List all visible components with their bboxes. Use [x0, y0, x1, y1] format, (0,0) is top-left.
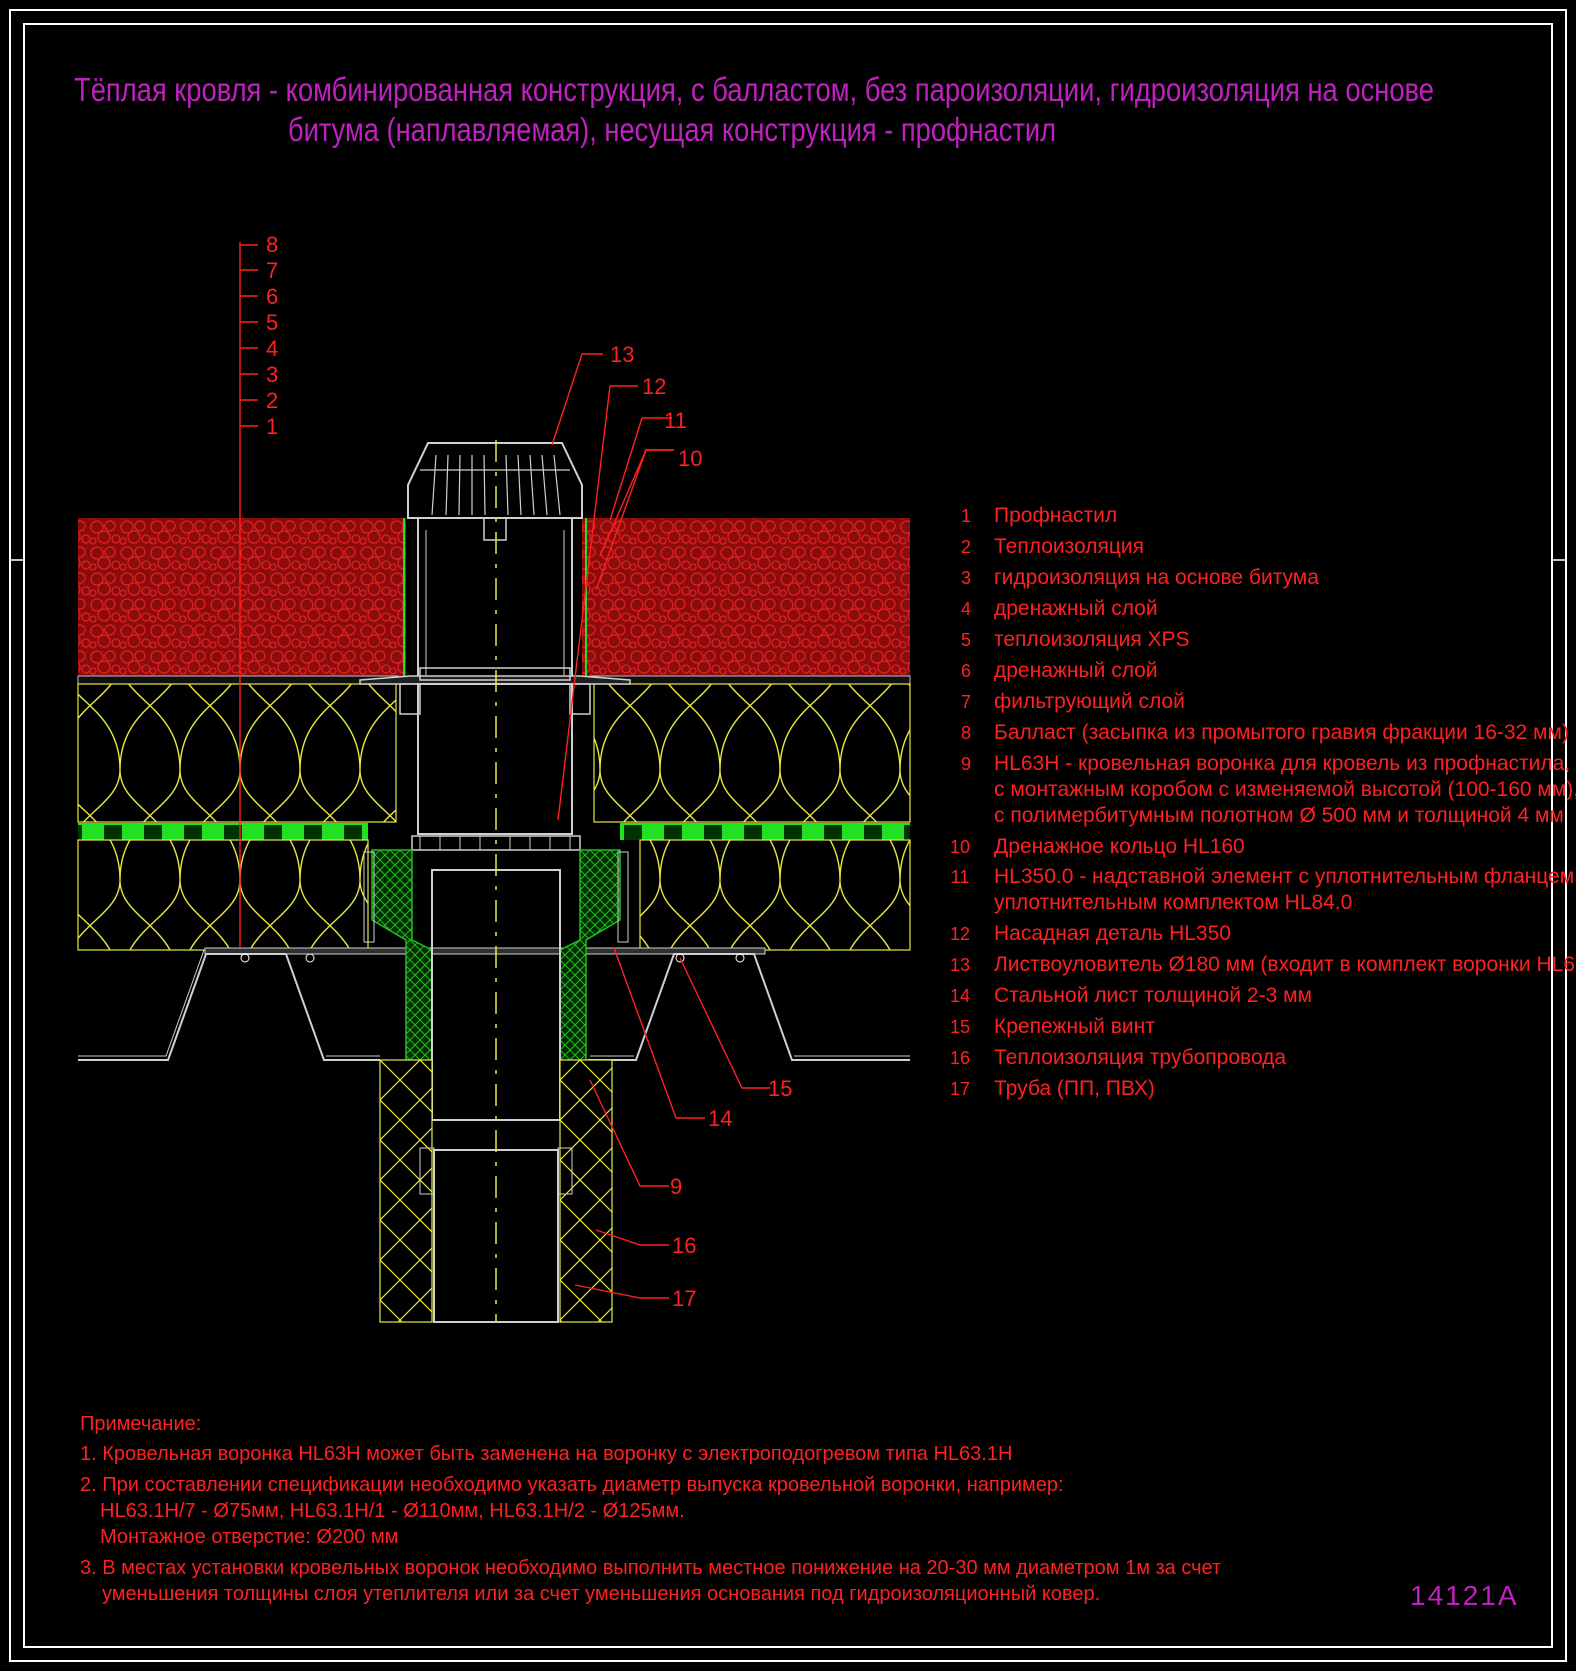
legend-text: Балласт (засыпка из промытого гравия фра…: [994, 721, 1569, 744]
callout-17: 17: [672, 1286, 696, 1311]
pipe-assembly: [379, 440, 613, 1323]
drainage-ring-upper: [419, 667, 571, 681]
legend-num: 3: [961, 568, 971, 588]
callout-layer-2: 2: [266, 388, 278, 413]
callout-12: 12: [642, 374, 666, 399]
callout-10: 10: [678, 446, 702, 471]
callout-layer-4: 4: [266, 336, 278, 361]
roof-drain-hl63h: [359, 442, 631, 1121]
legend-text: дренажный слой: [994, 659, 1158, 682]
extension-element: [417, 517, 573, 679]
legend-num: 5: [961, 630, 971, 650]
profiled-deck: [78, 953, 910, 1061]
note-3: 3. В местах установки кровельных воронок…: [80, 1557, 1221, 1579]
note-2: 2. При составлении спецификации необходи…: [80, 1474, 1064, 1496]
outer-frame: [9, 9, 1567, 1662]
callout-layer-7: 7: [266, 258, 278, 283]
filter-layer-left: [77, 675, 399, 685]
filter-layer-right: [589, 675, 911, 685]
notes: Примечание: 1. Кровельная воронка HL63H …: [80, 1413, 1221, 1605]
bitumen-waterproofing-left: [78, 824, 368, 840]
legend-num: 10: [950, 837, 970, 857]
legend-text: с монтажным коробом с изменяемой высотой…: [994, 778, 1576, 801]
legend-text: Насадная деталь HL350: [994, 922, 1231, 945]
legend-text: дренажный слой: [994, 597, 1158, 620]
legend: 1 Профнастил 2 Теплоизоляция 3 гидроизол…: [950, 504, 1576, 1100]
note-2-opening: Монтажное отверстие: Ø200 мм: [100, 1526, 398, 1548]
callout-layer-1: 1: [266, 414, 278, 439]
note-3-cont: уменьшения толщины слоя утеплителя или з…: [102, 1583, 1100, 1605]
legend-text: HL350.0 - надставной элемент с уплотните…: [994, 865, 1576, 888]
legend-num: 14: [950, 986, 970, 1006]
notes-heading: Примечание:: [80, 1413, 201, 1435]
gravel-ballast-left: [78, 518, 406, 676]
gravel-ballast-right: [582, 518, 910, 676]
callout-layer-5: 5: [266, 310, 278, 335]
callout-11: 11: [664, 408, 687, 433]
legend-num: 16: [950, 1048, 970, 1068]
legend-text: гидроизоляция на основе битума: [994, 566, 1319, 589]
inner-frame: [23, 23, 1553, 1648]
legend-text: уплотнительным комплектом HL84.0: [994, 891, 1352, 914]
legend-num: 11: [951, 867, 970, 887]
legend-text: Теплоизоляция трубопровода: [994, 1046, 1286, 1069]
legend-num: 15: [950, 1017, 970, 1037]
callout-layer-6: 6: [266, 284, 278, 309]
callout-layer-8: 8: [266, 232, 278, 257]
legend-text: с полимербитумным полотном Ø 500 мм и то…: [994, 804, 1564, 827]
legend-text: Листвоуловитель Ø180 мм (входит в компле…: [994, 953, 1576, 976]
legend-text: Профнастил: [994, 504, 1117, 527]
callout-13: 13: [610, 342, 634, 367]
legend-num: 13: [950, 955, 970, 975]
bitumen-waterproofing-right: [620, 824, 910, 840]
leader-lines: [239, 242, 770, 1299]
note-2-examples: HL63.1H/7 - Ø75мм, HL63.1H/1 - Ø110мм, H…: [100, 1500, 685, 1522]
legend-num: 2: [961, 537, 971, 557]
callout-14: 14: [708, 1106, 732, 1131]
legend-num: 17: [950, 1079, 970, 1099]
legend-num: 8: [961, 723, 971, 743]
steel-plate: [204, 947, 766, 955]
drainage-ring-hl160: [411, 835, 581, 851]
roof-section: [77, 518, 911, 1061]
legend-num: 7: [961, 692, 971, 712]
fastening-screw: [240, 953, 250, 963]
legend-num: 6: [961, 661, 971, 681]
title-line-1: Тёплая кровля - комбинированная конструк…: [74, 71, 1434, 108]
legend-num: 12: [950, 924, 970, 944]
legend-text: Крепежный винт: [994, 1015, 1155, 1038]
legend-text: фильтрующий слой: [994, 690, 1185, 713]
leaf-guard: [407, 442, 583, 519]
note-1: 1. Кровельная воронка HL63H может быть з…: [80, 1443, 1012, 1465]
callout-9: 9: [670, 1174, 682, 1199]
callout-layer-3: 3: [266, 362, 278, 387]
callout-16: 16: [672, 1233, 696, 1258]
legend-text: Дренажное кольцо HL160: [994, 835, 1245, 858]
legend-text: Труба (ПП, ПВХ): [994, 1077, 1155, 1100]
legend-num: 9: [961, 754, 971, 774]
legend-text: теплоизоляция XPS: [994, 628, 1190, 651]
drawing-code: 14121A: [1410, 1580, 1519, 1611]
legend-text: Стальной лист толщиной 2-3 мм: [994, 984, 1312, 1007]
legend-num: 1: [961, 506, 971, 526]
title-line-2: битума (наплавляемая), несущая конструкц…: [288, 111, 1056, 148]
legend-num: 4: [961, 599, 971, 619]
callout-15: 15: [768, 1076, 792, 1101]
legend-text: Теплоизоляция: [994, 535, 1144, 558]
legend-text: HL63H - кровельная воронка для кровель и…: [994, 752, 1570, 775]
